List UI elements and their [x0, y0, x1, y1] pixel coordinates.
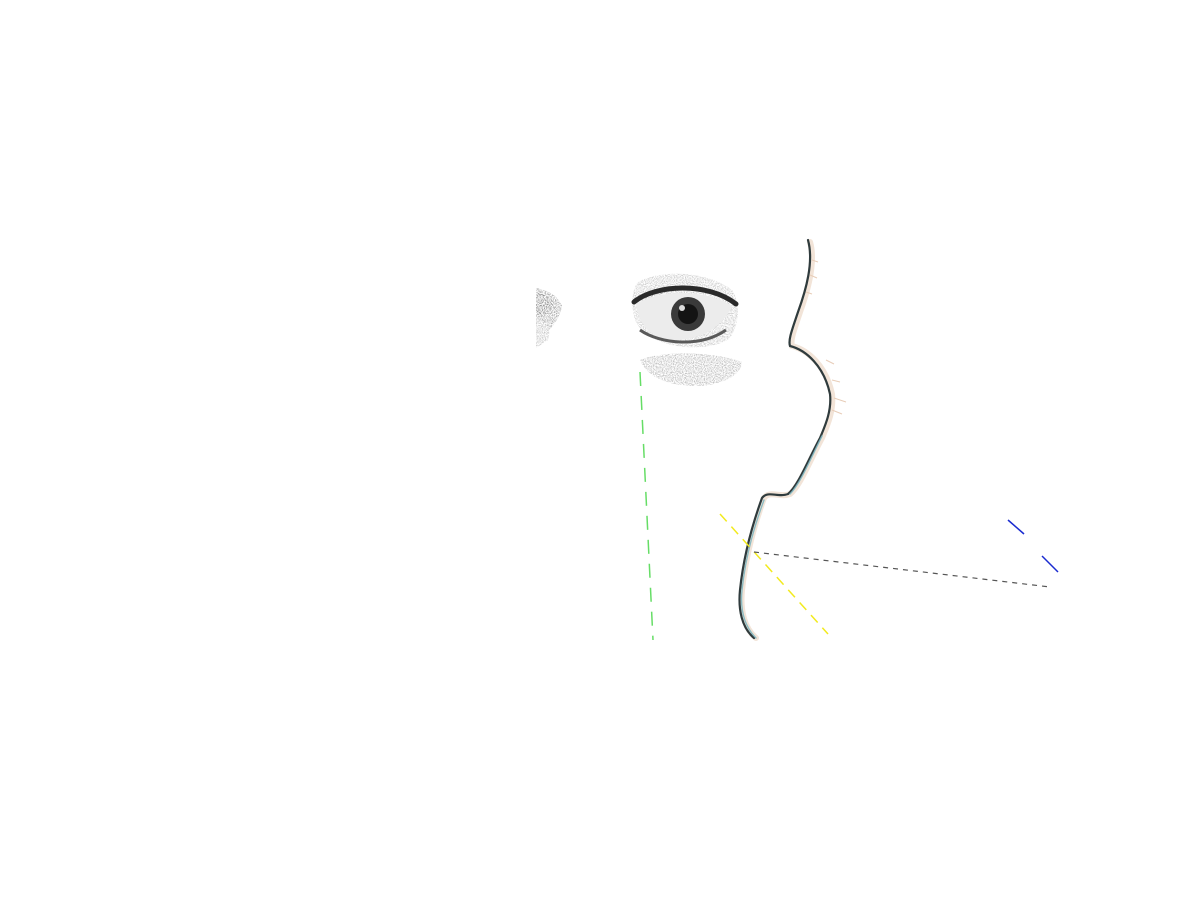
blue-guide-segment-lower: [1041, 555, 1059, 573]
left-eye-fragment: [536, 288, 562, 348]
right-eye: [631, 273, 742, 386]
guide-lines: [639, 371, 1059, 641]
gray-horizontal-guide: [753, 551, 1051, 588]
nose-fringe: [805, 259, 847, 415]
green-vertical-guide: [639, 371, 654, 641]
blue-guide-segment-upper: [1007, 519, 1025, 535]
yellow-diagonal-guide: [719, 513, 829, 635]
face-profile-outline: [738, 238, 847, 641]
